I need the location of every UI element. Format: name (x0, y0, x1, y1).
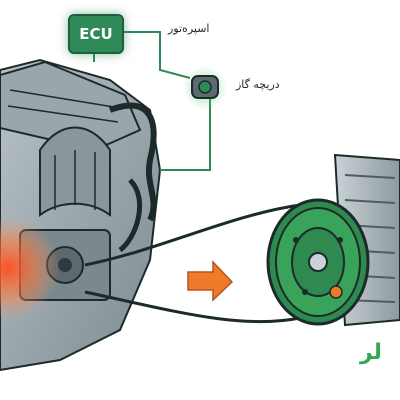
engine-icon (0, 58, 162, 372)
throttle-label: دریچه گاز (236, 78, 280, 91)
engine-heat-glow (0, 216, 60, 320)
throttle-sensor-icon (191, 75, 219, 99)
compressor-indicator (329, 285, 343, 299)
flow-arrow-icon (187, 260, 234, 302)
compressor-label: لر (360, 340, 382, 365)
sensor-label: اسپرەتور (168, 22, 210, 35)
compressor-icon (266, 153, 400, 327)
ecu-label: ECU (79, 25, 113, 43)
ecu-wiring (93, 31, 211, 171)
ecu-module: ECU (68, 14, 124, 54)
drive-belt (84, 203, 301, 324)
